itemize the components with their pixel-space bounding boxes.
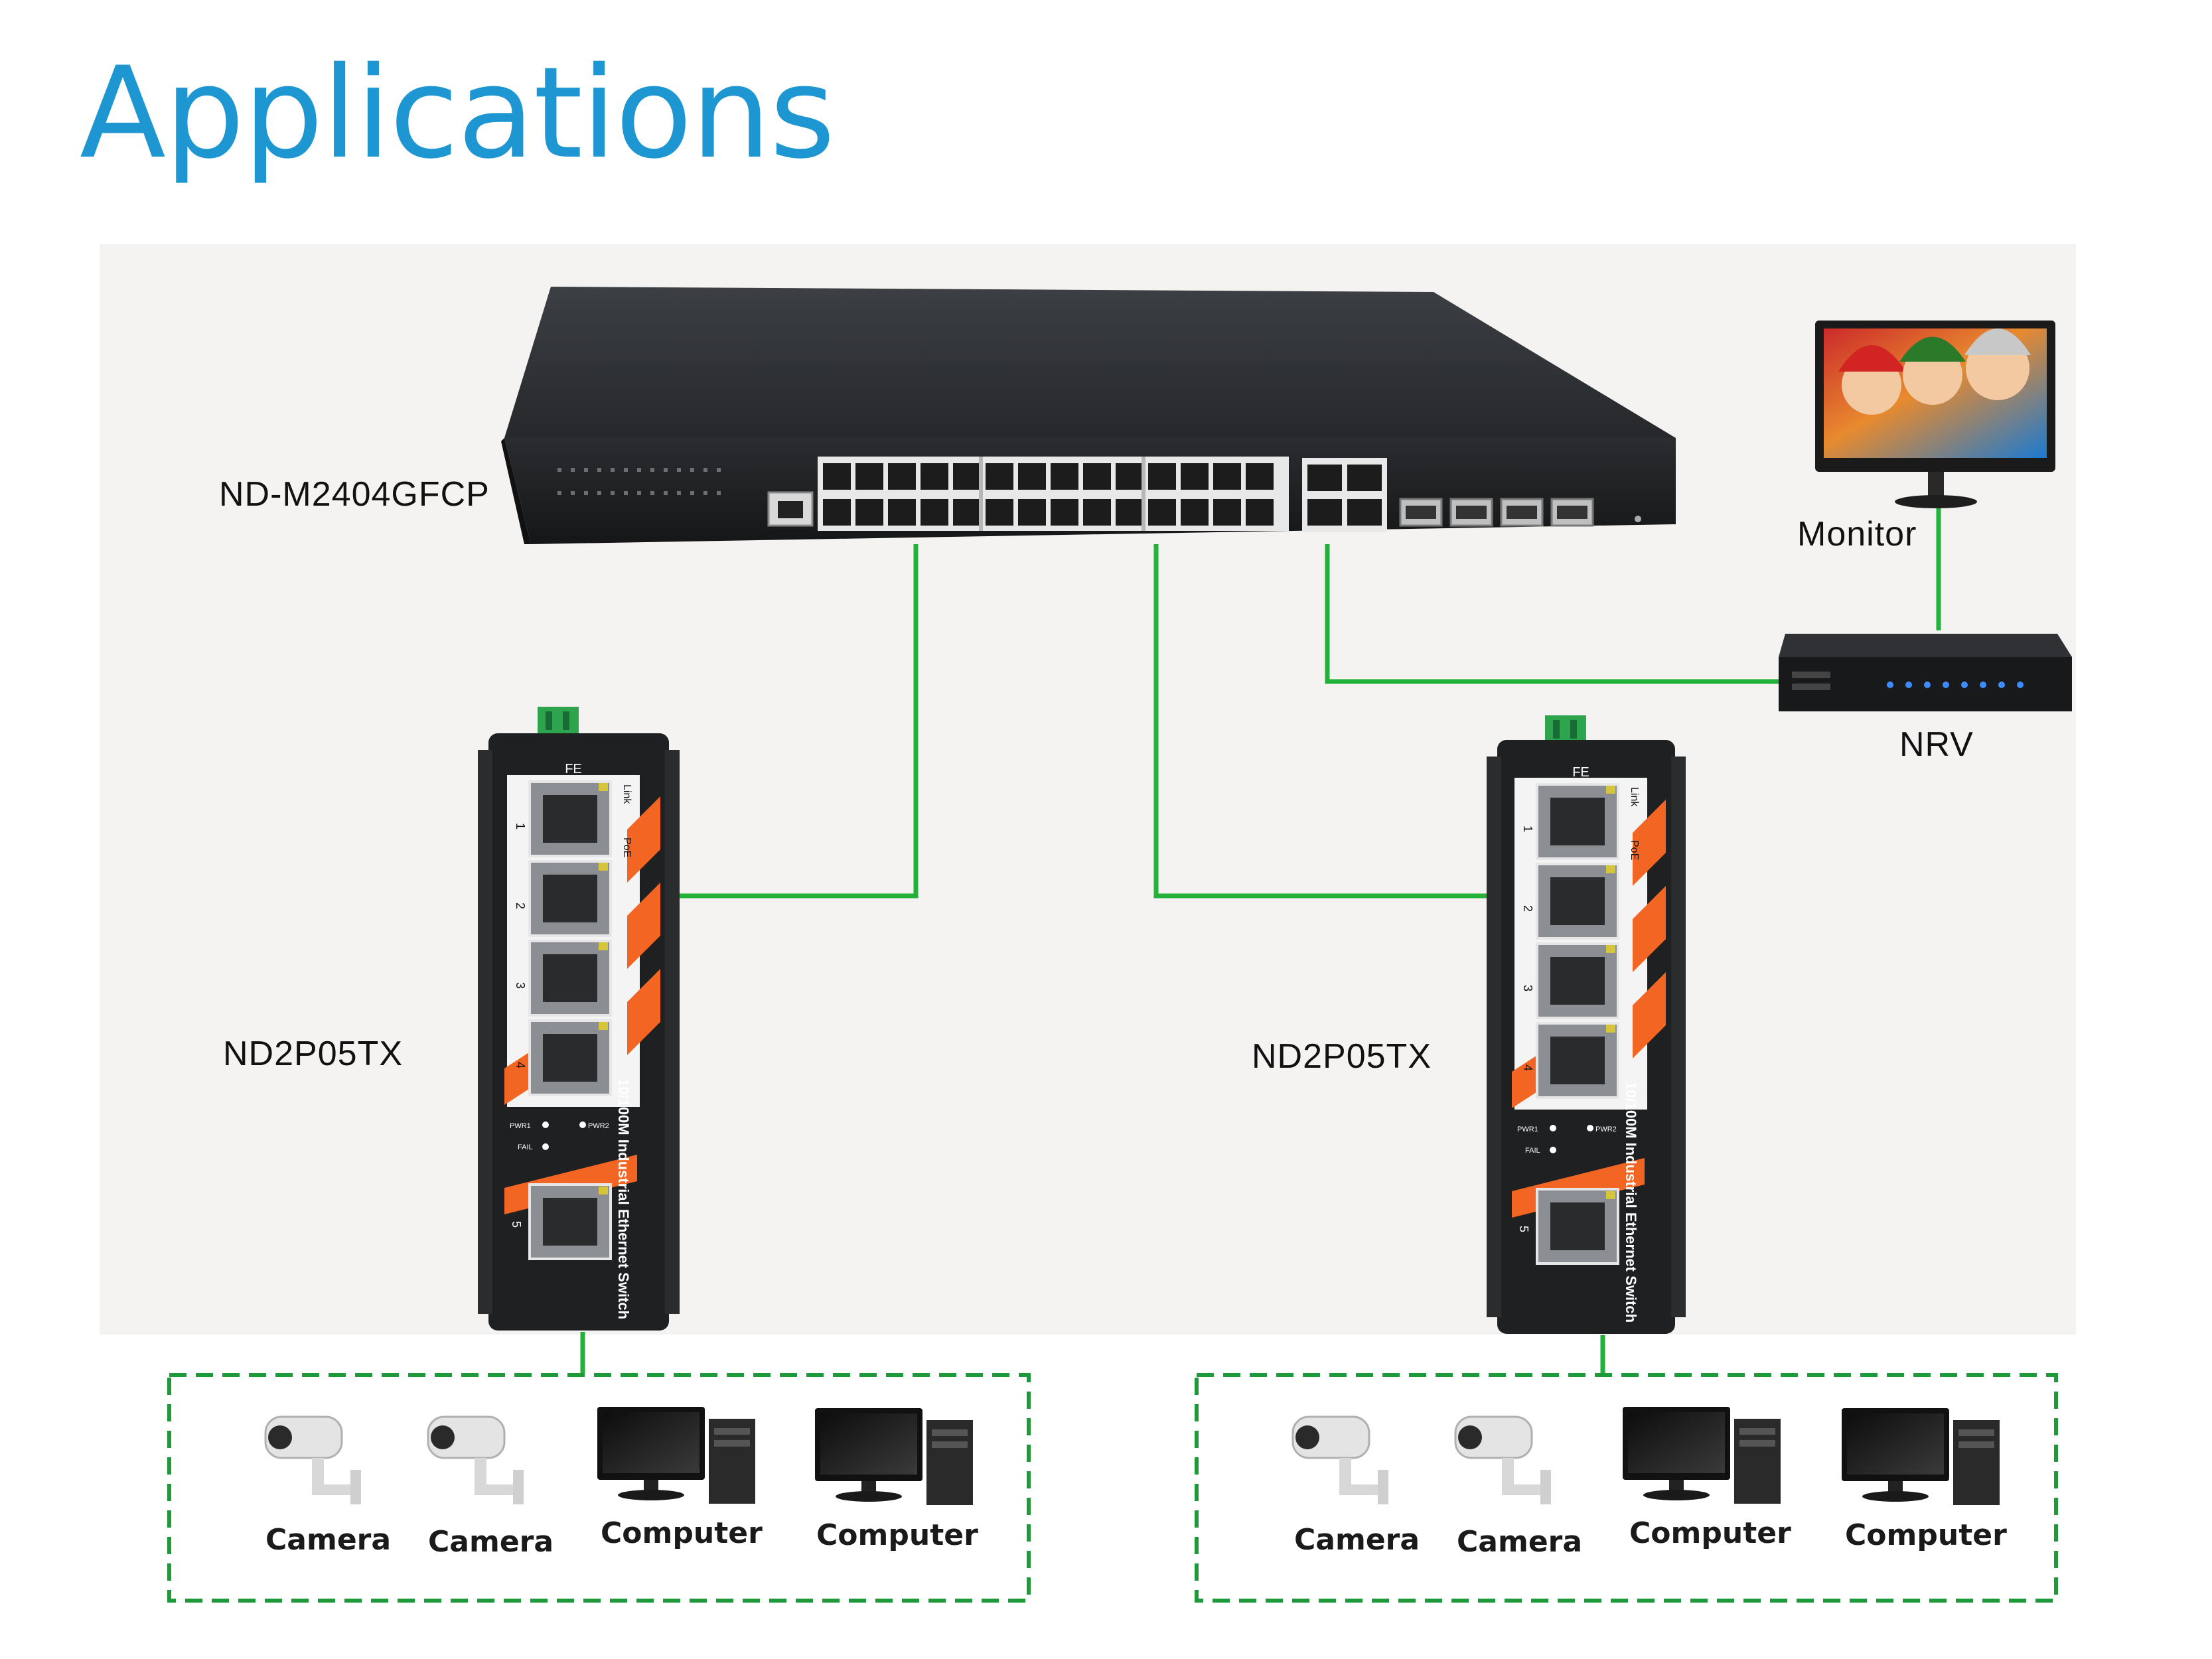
monitor-label: Monitor — [1797, 515, 1917, 553]
right-switch-fe-label: FE — [1572, 765, 1589, 780]
computer-icon — [1623, 1407, 1781, 1504]
right-switch-link-label: Link — [1629, 787, 1640, 807]
left-switch-link-label: Link — [621, 784, 632, 804]
endpoint-label: Computer — [1845, 1518, 2007, 1552]
computer-icon — [597, 1407, 755, 1504]
right-switch-port-2: 2 — [1521, 905, 1534, 912]
endpoint-label: Computer — [816, 1518, 978, 1552]
endpoint-label: Computer — [601, 1516, 763, 1550]
computer-icon — [815, 1408, 973, 1505]
right-switch-port-3: 3 — [1521, 985, 1534, 991]
endpoint-label: Camera — [1294, 1523, 1420, 1557]
right-switch-pwr1-label: PWR1 — [1517, 1125, 1538, 1133]
left-switch-port-3: 3 — [514, 982, 527, 989]
endpoint-label: Computer — [1629, 1516, 1791, 1550]
link-core-to-right-switch — [1153, 544, 1499, 899]
right-switch-side-text: 10/100M Industrial Ethernet Switch — [1623, 1082, 1639, 1323]
endpoint-label: Camera — [1457, 1525, 1583, 1559]
links — [580, 504, 1941, 1374]
left-switch-poe-label: PoE — [621, 837, 632, 857]
computer-icon — [1842, 1408, 2000, 1505]
edge-switch-left-label: ND2P05TX — [223, 1035, 403, 1073]
endpoint-group-left-box — [167, 1373, 1031, 1603]
left-switch-port-2: 2 — [514, 902, 527, 909]
link-core-to-left-switch — [611, 544, 919, 899]
right-switch-poe-label: PoE — [1629, 840, 1640, 860]
camera-icon — [1454, 1415, 1551, 1504]
left-switch-fe-label: FE — [565, 762, 582, 776]
edge-switch-right-icon — [1487, 715, 1686, 1334]
right-switch-fail-label: FAIL — [1525, 1147, 1540, 1155]
endpoint-label: Camera — [428, 1525, 554, 1559]
endpoint-label: Camera — [265, 1523, 392, 1557]
nvr-icon — [1779, 634, 2072, 711]
right-switch-port-1: 1 — [1521, 826, 1534, 832]
core-switch-label: ND-M2404GFCP — [219, 475, 490, 514]
right-switch-pwr2-label: PWR2 — [1595, 1125, 1617, 1133]
camera-icon — [1291, 1415, 1388, 1504]
left-switch-pwr1-label: PWR1 — [510, 1122, 531, 1130]
monitor-icon — [1815, 321, 2055, 508]
left-switch-fail-label: FAIL — [518, 1143, 533, 1151]
left-switch-port-1: 1 — [514, 823, 527, 830]
camera-icon — [264, 1415, 361, 1504]
core-switch-icon — [501, 287, 1676, 544]
right-switch-port-5: 5 — [1517, 1226, 1530, 1232]
left-switch-port-4: 4 — [514, 1062, 527, 1068]
left-switch-side-text: 10/100M Industrial Ethernet Switch — [615, 1078, 632, 1319]
left-switch-pwr2-label: PWR2 — [588, 1122, 609, 1130]
page-title: Applications — [80, 40, 836, 186]
right-switch-port-4: 4 — [1521, 1064, 1534, 1071]
nvr-label: NRV — [1899, 725, 1974, 764]
link-core-to-nvr — [1325, 544, 1779, 684]
left-switch-port-5: 5 — [510, 1221, 523, 1228]
endpoint-group-right-box — [1195, 1373, 2058, 1603]
edge-switch-left-icon — [478, 707, 680, 1331]
edge-switch-right-label: ND2P05TX — [1252, 1037, 1432, 1076]
camera-icon — [427, 1415, 524, 1504]
